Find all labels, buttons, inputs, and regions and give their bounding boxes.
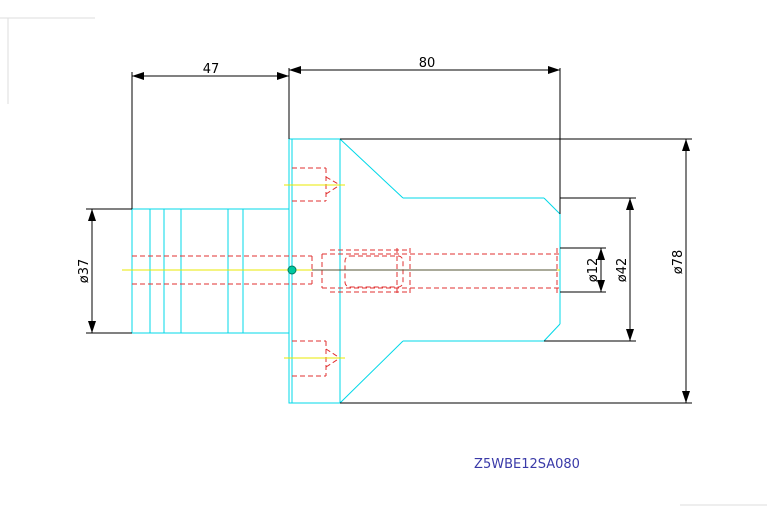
hidden-lines xyxy=(132,167,560,377)
dim-dia-12: ø12 xyxy=(586,258,601,283)
dim-dia-78: ø78 xyxy=(671,250,686,275)
dim-length-47: 47 xyxy=(203,62,220,77)
origin-marker xyxy=(287,265,297,275)
center-lines xyxy=(122,184,560,359)
part-number-label: Z5WBE12SA080 xyxy=(474,457,580,472)
part-outline xyxy=(131,138,561,404)
dim-dia-37: ø37 xyxy=(77,259,92,284)
dimension-lines xyxy=(86,66,692,404)
dim-dia-42: ø42 xyxy=(615,258,630,283)
frame-marks xyxy=(0,17,767,506)
dim-length-80: 80 xyxy=(419,56,436,71)
